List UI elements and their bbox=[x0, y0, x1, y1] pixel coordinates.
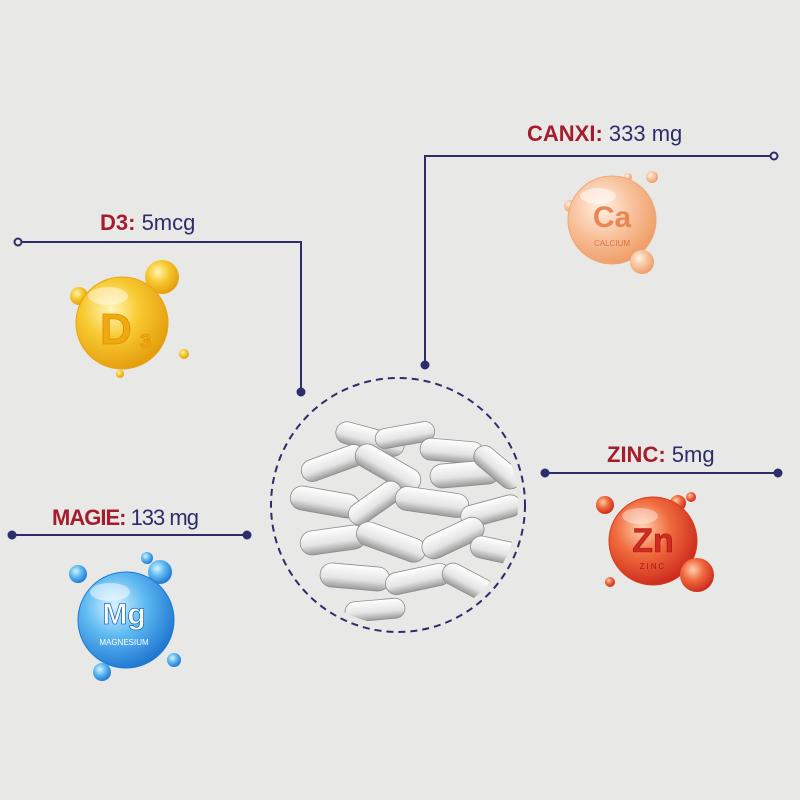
d3-label: D3: 5mcg bbox=[100, 210, 195, 236]
connector-magnesium bbox=[7, 530, 252, 540]
magnesium-label-name: MAGIE: bbox=[52, 505, 126, 530]
zinc-label: ZINC: 5mg bbox=[607, 442, 715, 468]
connector-zinc bbox=[540, 468, 783, 478]
d3-symbol: D bbox=[100, 305, 132, 354]
calcium-icon: Ca CALCIUM bbox=[564, 171, 658, 274]
magnesium-symbol: Mg bbox=[102, 598, 145, 631]
connector-calcium bbox=[420, 151, 779, 370]
zinc-icon: Zn ZINC bbox=[596, 492, 714, 592]
d3-label-name: D3: bbox=[100, 210, 136, 235]
magnesium-icon: Mg MAGNESIUM bbox=[69, 552, 181, 681]
zinc-label-name: ZINC: bbox=[607, 442, 666, 467]
calcium-label-value: 333 mg bbox=[602, 121, 683, 146]
magnesium-label-value: 133 mg bbox=[125, 505, 199, 530]
magnesium-name: MAGNESIUM bbox=[99, 638, 149, 647]
calcium-symbol: Ca bbox=[593, 201, 632, 234]
zinc-label-value: 5mg bbox=[665, 442, 715, 467]
d3-subscript: 3 bbox=[140, 331, 151, 353]
connector-d3 bbox=[13, 237, 306, 397]
d3-label-value: 5mcg bbox=[135, 210, 196, 235]
vitamin-d3-icon: D 3 bbox=[70, 260, 189, 378]
calcium-label: CANXI: 333 mg bbox=[527, 121, 682, 147]
tablets-image bbox=[270, 377, 526, 633]
magnesium-label: MAGIE: 133 mg bbox=[52, 505, 199, 531]
calcium-name: CALCIUM bbox=[594, 239, 630, 248]
zinc-name: ZINC bbox=[640, 562, 667, 571]
calcium-label-name: CANXI: bbox=[527, 121, 603, 146]
zinc-symbol: Zn bbox=[632, 522, 674, 560]
